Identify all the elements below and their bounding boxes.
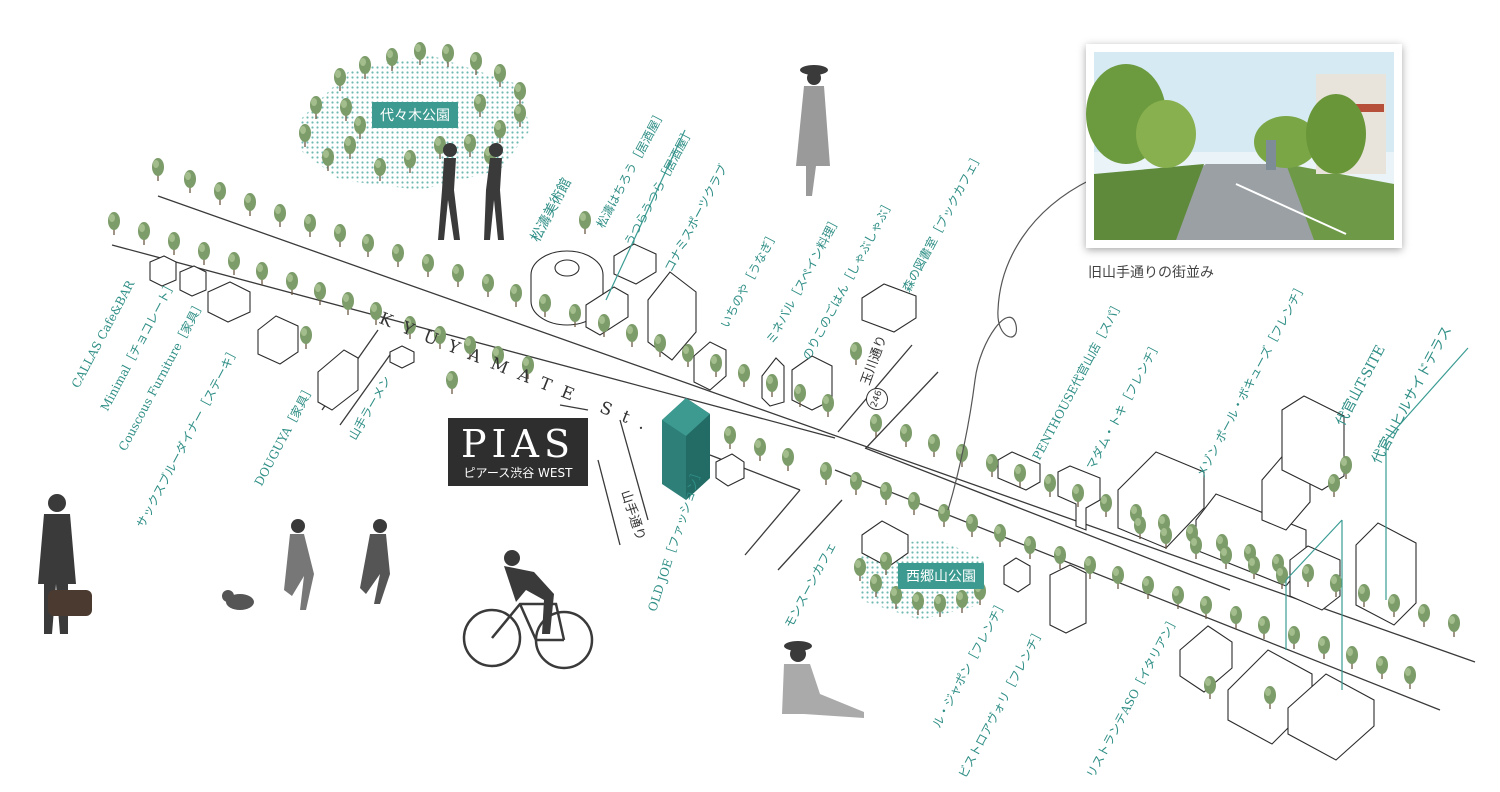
- photo-caption: 旧山手通りの街並み: [1088, 265, 1214, 281]
- street-photo-image: [1086, 52, 1394, 240]
- kyuyamate-street-south-edge-east: [834, 469, 1441, 711]
- yamate-road-edge: [597, 459, 621, 546]
- tamagawa-road-edge-2: [865, 371, 939, 449]
- saigoyama-park-label: 西郷山公園: [898, 563, 984, 589]
- pias-logo: PIAS: [460, 422, 576, 466]
- pias-building[interactable]: [662, 398, 710, 500]
- person-icon: [504, 550, 554, 634]
- kyuyamate-street-north-edge: [157, 195, 1476, 663]
- person-icon: [38, 65, 864, 718]
- pias-marker[interactable]: PIAS ピアース渋谷 WEST: [448, 418, 588, 486]
- street-photo: [1086, 44, 1402, 248]
- dog-icon: [222, 590, 254, 610]
- buildings: [149, 243, 1417, 761]
- yoyogi-park-label: 代々木公園: [372, 102, 458, 128]
- photo-callout-line: [947, 179, 1091, 511]
- bicycle-icon: [462, 602, 594, 670]
- yamate-road-edge-2: [619, 419, 649, 521]
- pias-name: ピアース渋谷 WEST: [463, 466, 573, 480]
